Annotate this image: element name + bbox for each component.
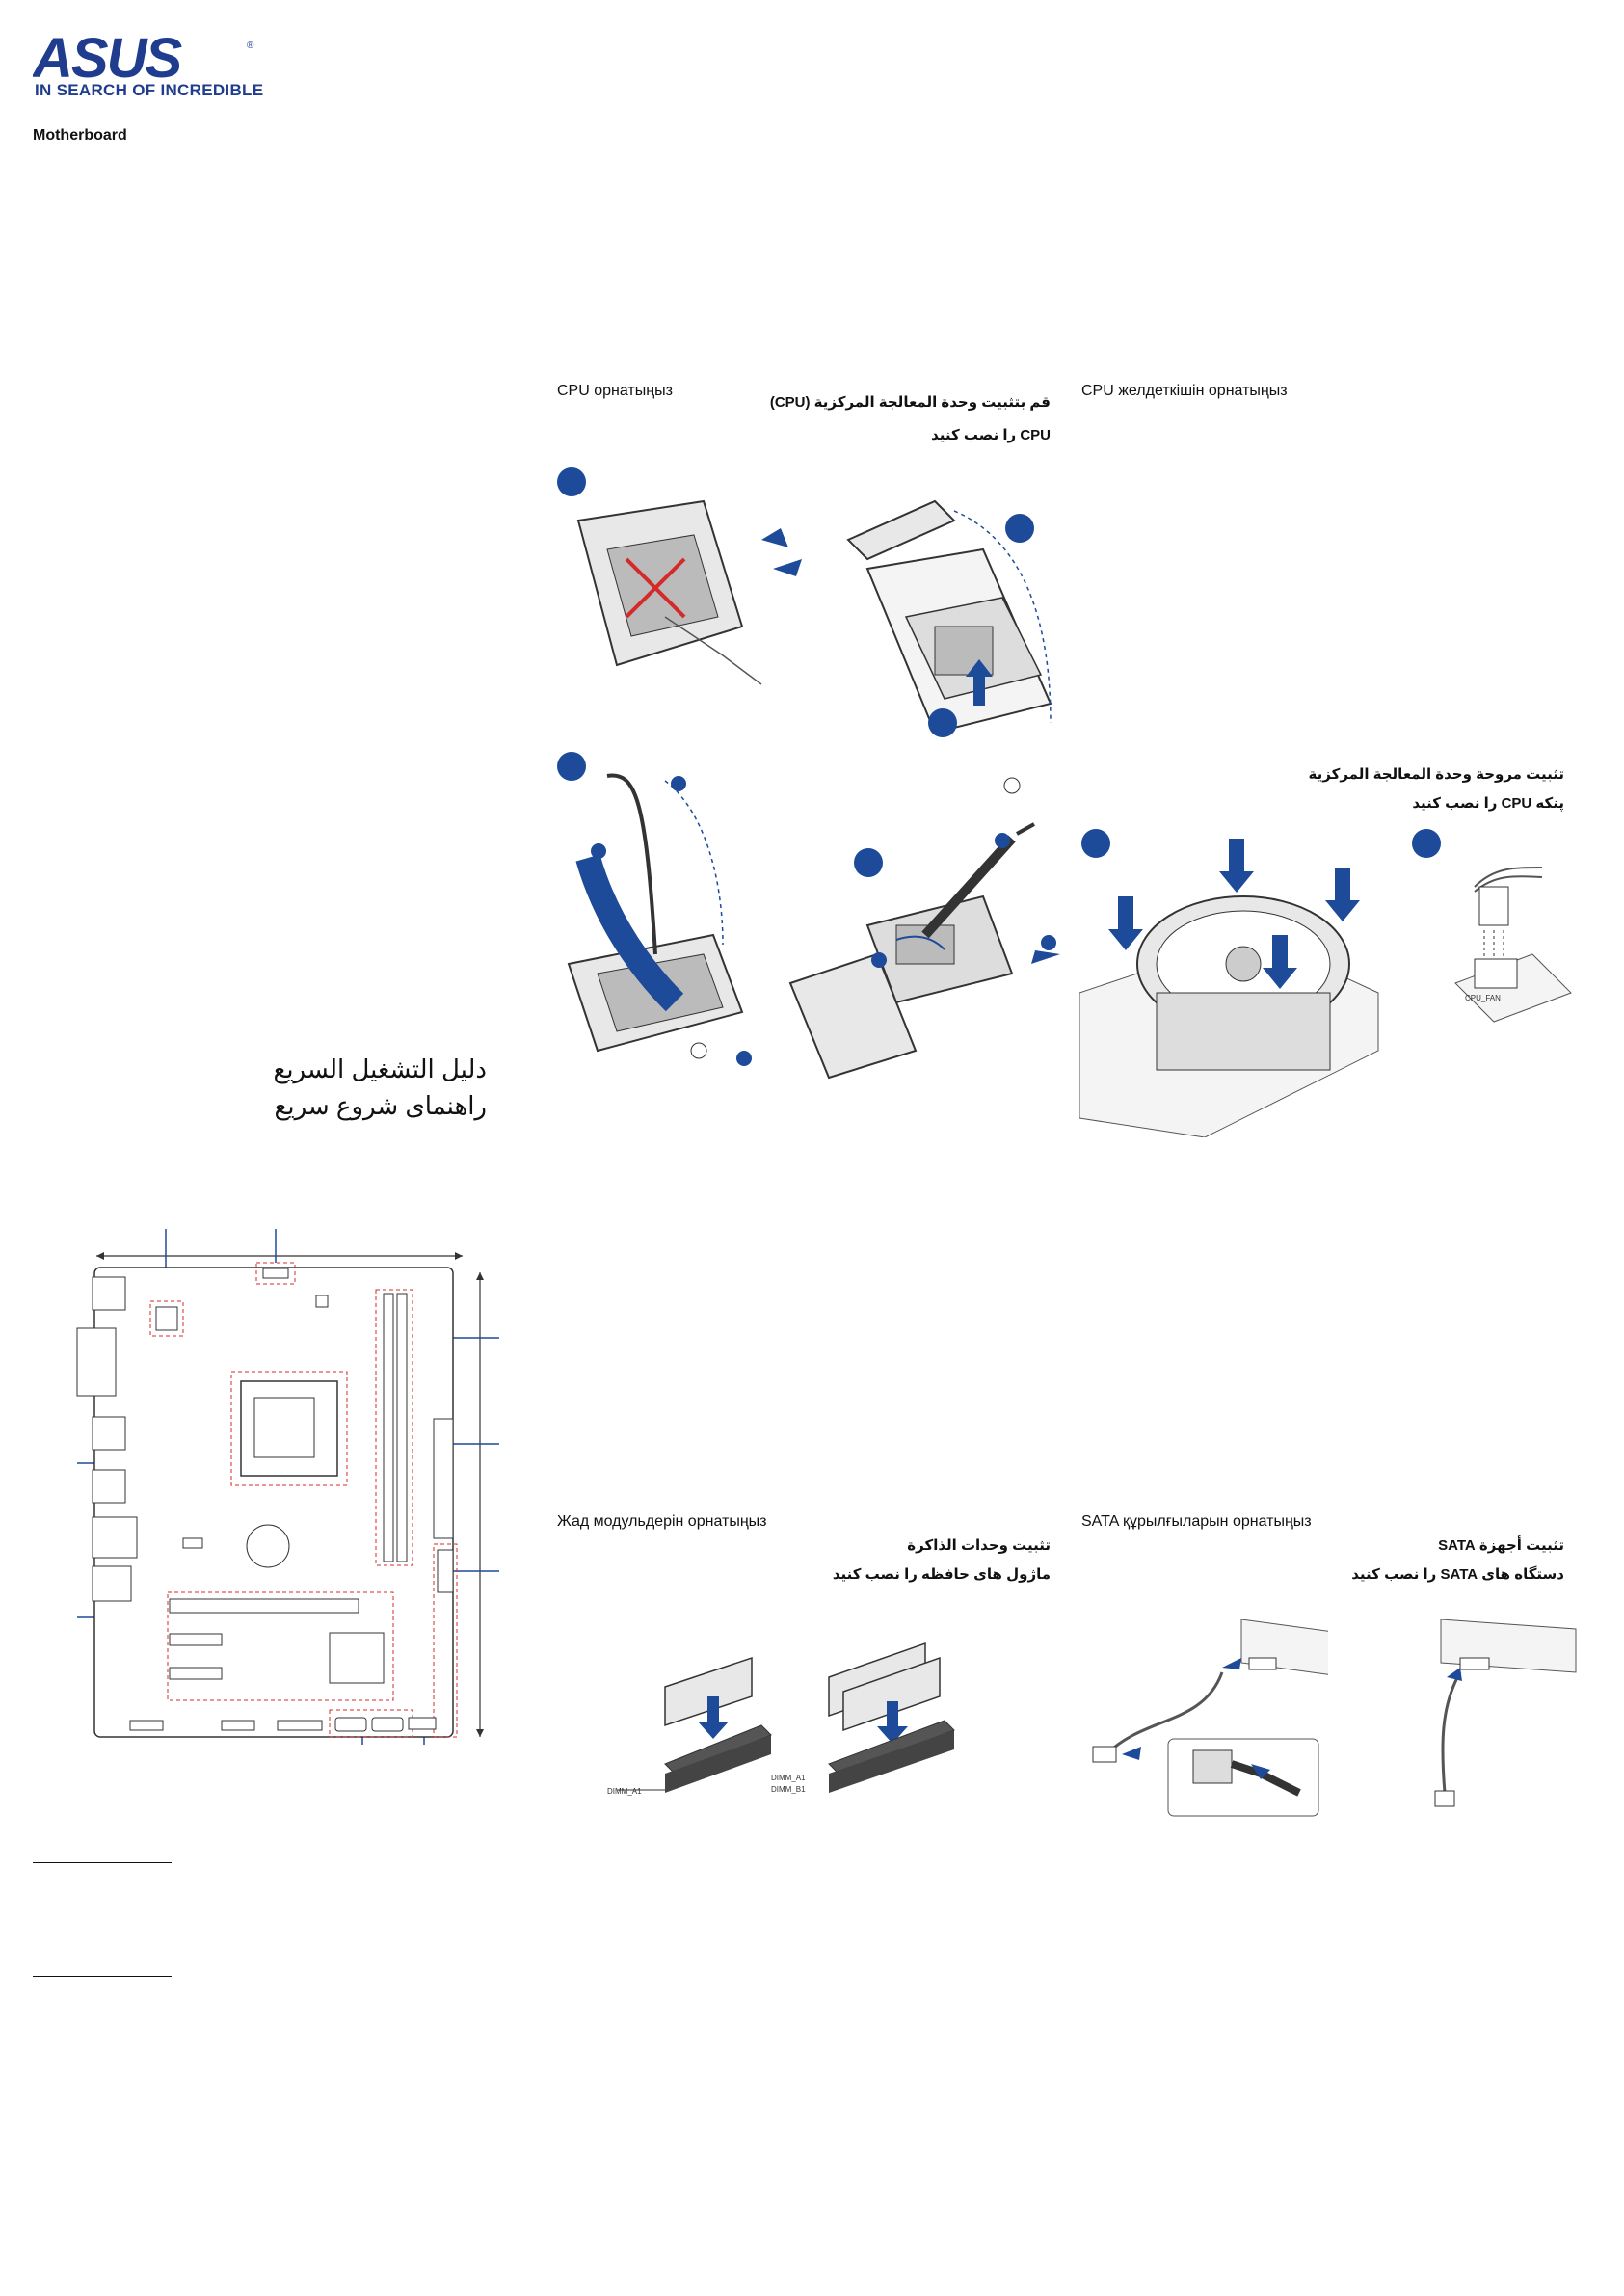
cpu-heading-kz: CPU орнатыңыз — [557, 383, 673, 399]
logo-wordmark: ASUS — [33, 35, 182, 83]
cpu-step-badge — [557, 467, 586, 496]
brand-tagline: IN SEARCH OF INCREDIBLE — [35, 81, 264, 99]
sata-power-illustration — [1092, 1619, 1328, 1817]
divider-line — [33, 1976, 172, 1977]
motherboard-layout-diagram — [76, 1229, 499, 1745]
cpu-step-badge — [1005, 514, 1034, 543]
cpu-step-badge-small — [1041, 935, 1056, 950]
product-type: Motherboard — [33, 127, 127, 144]
divider-line — [33, 1862, 172, 1863]
cpu-step-badge-small — [671, 776, 686, 791]
cooler-heading-ar: تثبيت مروحة وحدة المعالجة المركزية — [1308, 766, 1564, 783]
sata-heading-kz: SATA құрылғыларын орнатыңыз — [1081, 1513, 1312, 1530]
memory-heading-ar: تثبيت وحدات الذاكرة — [907, 1537, 1051, 1554]
cpu-fan-label: CPU_FAN — [1465, 994, 1501, 1002]
asus-logo: ASUS ® — [31, 27, 254, 102]
cooler-step-badge — [1412, 829, 1441, 858]
sata-data-illustration — [1434, 1619, 1577, 1807]
cpu-socket-open-illustration — [576, 499, 802, 685]
memory-heading-kz: Жад модульдерін орнатыңыз — [557, 1513, 767, 1530]
cpu-heading-ar: قم بتثبيت وحدة المعالجة المركزية (CPU) — [769, 394, 1051, 411]
cpu-insert-illustration — [846, 499, 1052, 794]
cpu-step-badge — [557, 752, 586, 781]
cpu-heading-fa: CPU را نصب کنيد — [931, 427, 1051, 443]
memory-heading-fa: ماژول های حافظه را نصب کنيد — [832, 1566, 1051, 1583]
cooler-heading-fa: پنکه CPU را نصب کنيد — [1412, 795, 1564, 812]
title-persian: راهنمای شروع سريع — [274, 1091, 488, 1120]
cpu-step-badge-small — [736, 1051, 752, 1066]
cooler-heading-kz: CPU желдеткішін орнатыңыз — [1081, 383, 1288, 399]
cpu-lever-close-illustration — [567, 773, 744, 1059]
cpu-fan-connector-illustration: CPU_FAN — [1454, 867, 1572, 1023]
title-arabic: دليل التشغيل السريع — [273, 1055, 487, 1083]
cpu-step-badge-small — [591, 843, 606, 859]
cpu-step-badge — [928, 708, 957, 737]
memory-install-illustration: DIMM_A1 DIMM_A1 DIMM_B1 — [607, 1642, 955, 1796]
sata-heading-fa: دستگاه های SATA را نصب کنيد — [1351, 1566, 1564, 1583]
dimm-single-label: DIMM_A1 — [607, 1787, 642, 1796]
sata-heading-ar: تثبيت أجهزة SATA — [1438, 1537, 1564, 1554]
cpu-step-badge — [854, 848, 883, 877]
cpu-step-badge-small — [871, 952, 887, 968]
cpu-step-badge-small — [995, 833, 1010, 848]
cooler-install-illustration — [1079, 839, 1379, 1137]
thermal-paste-illustration — [788, 822, 1060, 1080]
registered-mark: ® — [247, 40, 254, 51]
dimm-dual-a-label: DIMM_A1 — [771, 1774, 806, 1782]
dimm-dual-b-label: DIMM_B1 — [771, 1785, 806, 1794]
cooler-step-badge — [1081, 829, 1110, 858]
